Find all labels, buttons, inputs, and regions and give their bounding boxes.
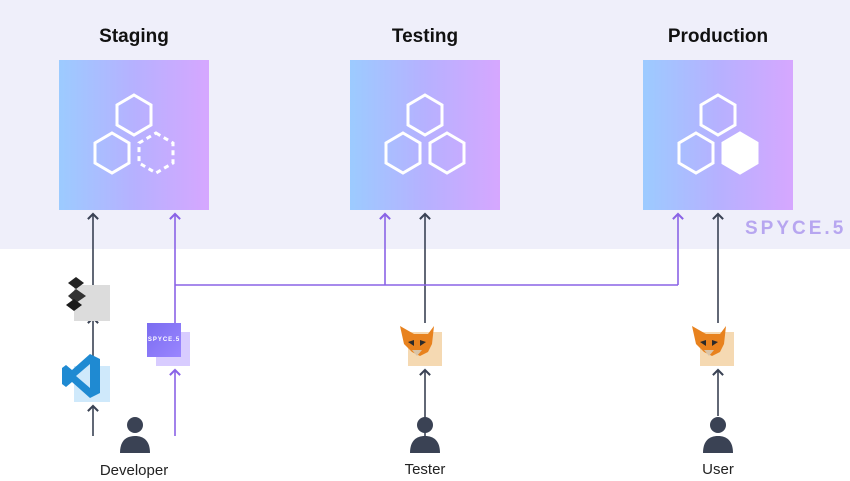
user-person-icon [703, 417, 733, 453]
hexagon-cluster-icon [384, 93, 466, 175]
developer-person-icon [120, 417, 150, 453]
user-label: User [702, 461, 734, 478]
developer-label: Developer [99, 462, 169, 479]
vscode-icon [62, 354, 110, 402]
tester-person-icon [410, 417, 440, 453]
hexagon-cluster-icon [677, 93, 759, 175]
hexagon-cluster-icon [93, 93, 175, 175]
spyce-chip: SPYCE.5 [147, 323, 181, 357]
staging-environment [59, 60, 209, 210]
tester-label: Tester [404, 461, 446, 478]
github-icon [66, 277, 110, 321]
production-environment [643, 60, 793, 210]
metamask-fox-icon [400, 326, 442, 366]
testing-environment [350, 60, 500, 210]
stage-title-testing: Testing [391, 26, 459, 47]
stage-title-staging: Staging [99, 26, 169, 47]
brand-logo: SPYCE.5 [745, 218, 847, 239]
metamask-fox-icon [692, 326, 734, 366]
stage-title-production: Production [667, 26, 769, 47]
